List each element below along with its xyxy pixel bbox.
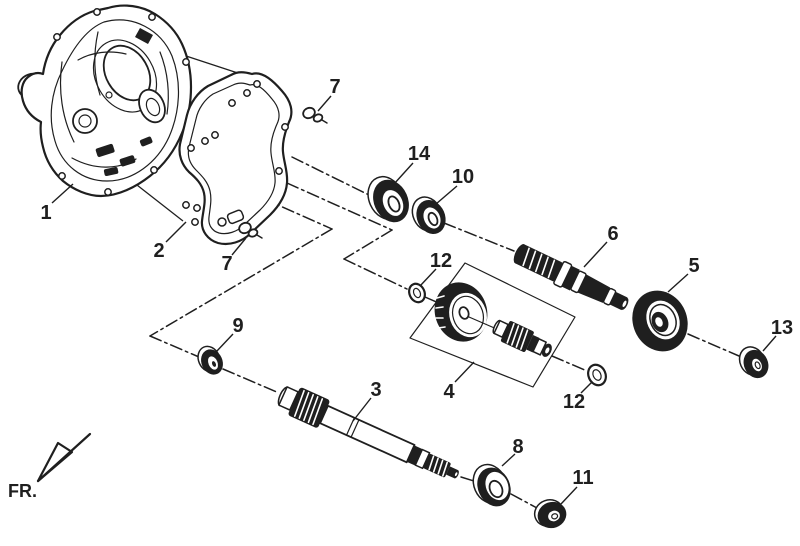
callout-leader-9-12 xyxy=(215,333,234,353)
callout-leader-4-10 xyxy=(454,361,475,383)
callout-leader-14-4 xyxy=(393,162,414,185)
callout-label-12-9: 12 xyxy=(430,250,452,272)
part-7-bolt-top-drawing xyxy=(302,106,328,124)
callout-leader-3-13 xyxy=(352,397,372,422)
callout-leader-13-8 xyxy=(762,335,777,352)
callout-label-14-4: 14 xyxy=(408,143,431,165)
part-3-shaft-drawing xyxy=(277,386,459,479)
part-9-seal-drawing xyxy=(197,345,223,375)
part-12-washer-left-drawing xyxy=(408,282,426,304)
part-14-bearing-drawing xyxy=(367,175,409,223)
axis-lines xyxy=(149,156,740,509)
callout-leader-8-14 xyxy=(501,453,516,467)
callout-leader-1-0 xyxy=(51,183,74,204)
part-10-bearing-drawing xyxy=(411,196,446,234)
callout-leader-7-2 xyxy=(317,95,332,112)
callout-leader-5-7 xyxy=(667,273,689,293)
part-13-seal-drawing xyxy=(738,346,769,379)
part-11-seal-drawing xyxy=(533,499,567,529)
part-8-washer-drawing xyxy=(472,463,511,507)
callout-leader-2-1 xyxy=(165,221,187,243)
callout-label-1-0: 1 xyxy=(40,202,51,224)
callout-label-4-10: 4 xyxy=(443,381,455,403)
part-4-gear-assembly-drawing xyxy=(409,262,576,388)
fr-label: FR. xyxy=(8,481,37,501)
part-4-box xyxy=(409,262,576,388)
callout-label-11-15: 11 xyxy=(572,467,593,489)
callout-leader-12-9 xyxy=(419,268,437,287)
part-6-shaft-drawing xyxy=(513,244,629,311)
part-12-washer-right-drawing xyxy=(587,363,607,387)
part-7-bolt-bottom-drawing xyxy=(238,221,263,239)
callout-label-7-3: 7 xyxy=(221,253,232,275)
callout-leader-11-15 xyxy=(560,486,578,505)
callout-label-12-11: 12 xyxy=(563,391,585,413)
callout-leader-12-11 xyxy=(580,381,593,394)
callout-label-7-2: 7 xyxy=(329,76,340,98)
callout-leader-10-5 xyxy=(435,185,458,205)
fr-direction-arrow: FR. xyxy=(8,432,92,501)
part-2-gasket-drawing xyxy=(178,71,293,246)
callout-label-9-12: 9 xyxy=(232,315,243,337)
callout-label-3-13: 3 xyxy=(370,379,381,401)
callout-leader-6-6 xyxy=(583,241,608,268)
part-5-gear-drawing xyxy=(632,290,688,352)
callout-label-8-14: 8 xyxy=(512,436,523,458)
callout-label-5-7: 5 xyxy=(688,255,699,277)
callout-label-2-1: 2 xyxy=(153,240,164,262)
callout-leader-7-3 xyxy=(231,237,247,256)
callout-label-10-5: 10 xyxy=(452,166,474,188)
part-1-case-cover-drawing xyxy=(17,4,193,198)
callout-label-13-8: 13 xyxy=(771,317,793,339)
callout-label-6-6: 6 xyxy=(607,223,618,245)
